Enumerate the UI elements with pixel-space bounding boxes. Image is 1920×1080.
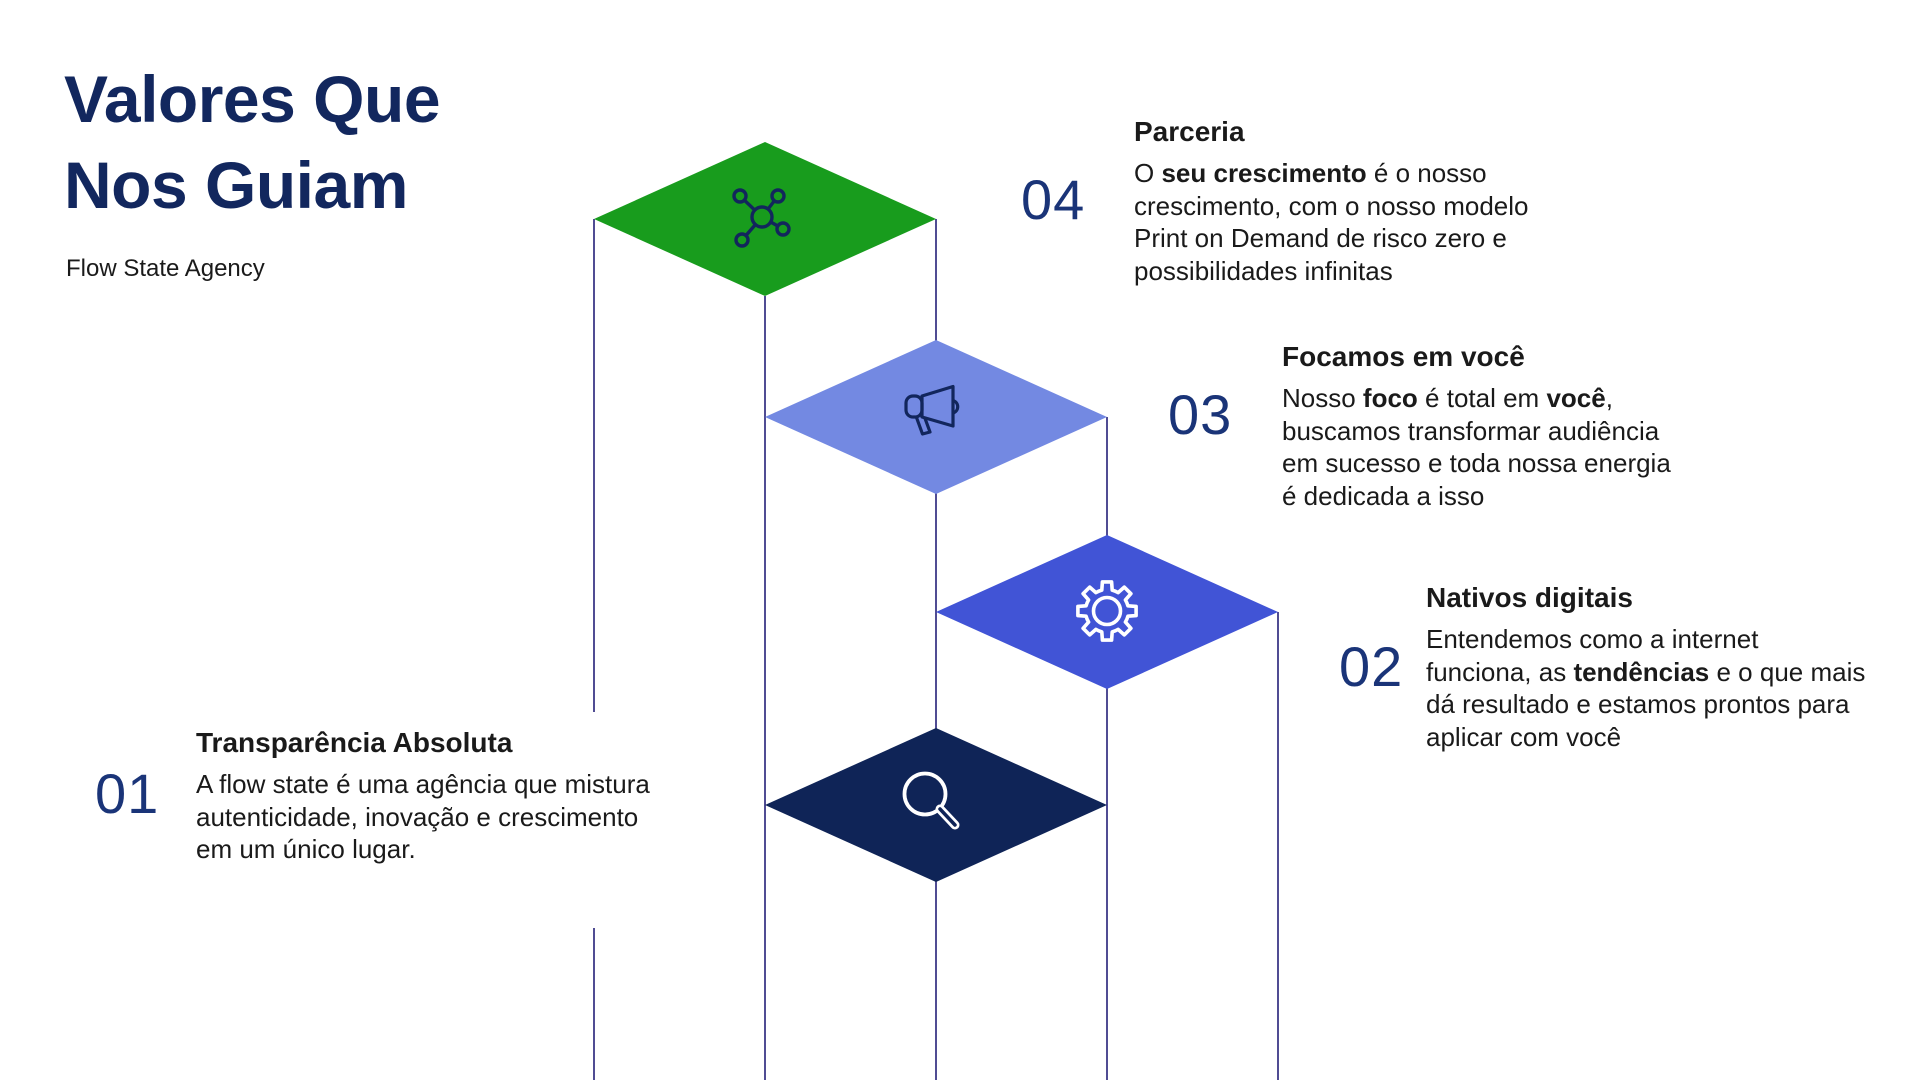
body-text: A flow state é uma agência que mistura (196, 769, 650, 799)
page-title-line1: Valores Que (64, 62, 441, 136)
page-subtitle: Flow State Agency (66, 255, 265, 282)
page-title-line2: Nos Guiam (64, 148, 408, 222)
gear-icon-hole (1091, 595, 1123, 627)
body-text: possibilidades infinitas (1134, 255, 1393, 286)
step-text-02: Nativos digitais Entendemos como a inter… (1426, 582, 1865, 753)
body-text: e o que mais (1709, 656, 1866, 687)
step-number-02: 02 (1339, 635, 1404, 698)
step-diamond-03 (765, 340, 1107, 494)
network-icon-node (775, 221, 791, 237)
body-text-bold: foco (1362, 383, 1418, 413)
body-text-bold: você (1546, 383, 1606, 413)
network-icon-node (770, 188, 786, 204)
body-text: Entendemos como a internet (1426, 624, 1759, 654)
step-number-01: 01 (95, 762, 160, 825)
megaphone-icon (904, 384, 960, 436)
gear-icon-teeth (1076, 580, 1138, 642)
magnifier-icon (902, 771, 960, 830)
step-heading-03: Focamos em você (1282, 341, 1525, 372)
magnifier-icon-handle-inner (938, 807, 957, 827)
step-heading-01: Transparência Absoluta (196, 727, 513, 758)
body-text: O (1134, 158, 1162, 188)
body-text: em sucesso e toda nossa energia (1282, 448, 1671, 478)
megaphone-icon-cone (920, 384, 955, 428)
megaphone-icon-sound (952, 398, 960, 415)
network-icon-node (732, 188, 748, 204)
body-text-bold: seu crescimento (1161, 158, 1367, 188)
step-number-03: 03 (1168, 383, 1233, 446)
step-diamond-02 (936, 535, 1278, 689)
step-body-03: Nosso foco é total em você,buscamos tran… (1282, 382, 1671, 512)
megaphone-icon-handle (914, 416, 932, 436)
step-number-04: 04 (1021, 168, 1086, 231)
body-text: Print on Demand de risco zero e (1134, 223, 1507, 253)
body-text: funciona, as (1426, 656, 1574, 687)
step-text-01: Transparência Absoluta A flow state é um… (196, 727, 650, 866)
step-diamond-01 (765, 728, 1107, 882)
body-text-bold: tendências (1573, 656, 1710, 687)
body-text: é dedicada a isso (1282, 480, 1485, 511)
network-icon-hub (750, 205, 774, 229)
step-heading-02: Nativos digitais (1426, 582, 1633, 613)
body-text: é total em (1417, 383, 1547, 413)
body-text: é o nosso (1366, 158, 1487, 188)
body-text: em um único lugar. (196, 834, 416, 864)
step-heading-04: Parceria (1134, 116, 1245, 147)
body-text: dá resultado e estamos prontos para (1426, 689, 1850, 719)
body-text: buscamos transformar audiência (1282, 415, 1660, 446)
magnifier-icon-lens (902, 771, 948, 817)
gear-icon (1076, 580, 1138, 642)
network-icon-node (734, 232, 750, 248)
body-text: aplicar com você (1426, 721, 1622, 752)
body-text: Nosso (1282, 383, 1363, 413)
body-text: crescimento, com o nosso modelo (1134, 190, 1529, 221)
body-text: autenticidade, inovação e crescimento (196, 801, 639, 832)
body-text: , (1605, 383, 1613, 413)
step-text-03: Focamos em você Nosso foco é total em vo… (1282, 341, 1671, 512)
network-icon (732, 188, 791, 248)
